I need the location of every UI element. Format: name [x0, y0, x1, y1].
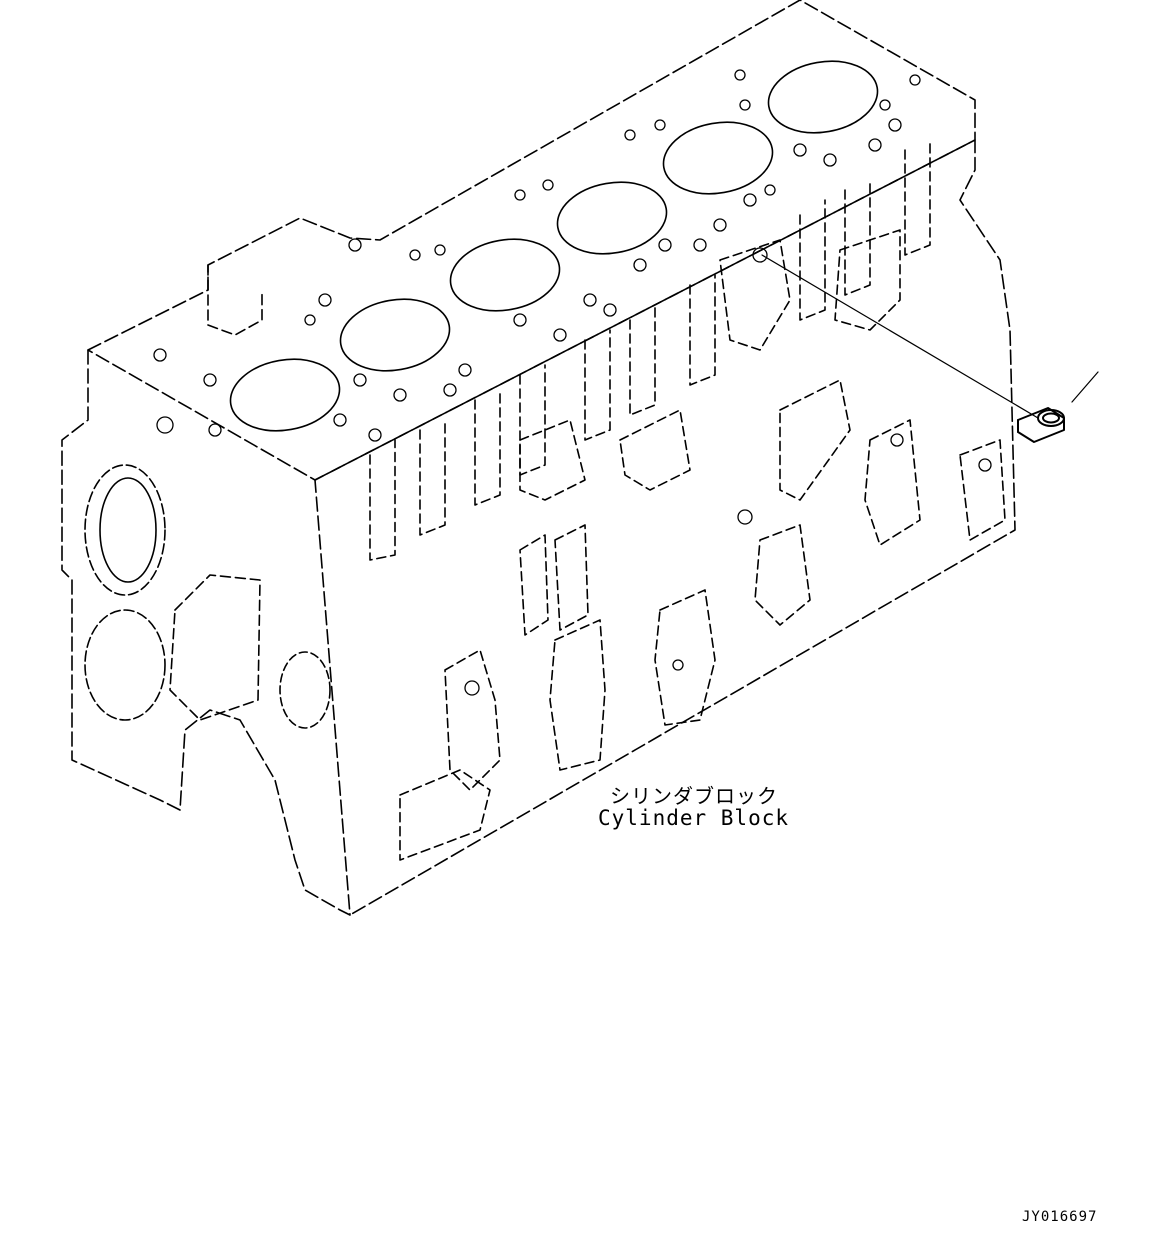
- deck-holes: [153, 69, 921, 442]
- side-small-holes: [464, 247, 992, 696]
- crank-bore-inner: [99, 477, 157, 583]
- cam-bore: [84, 609, 166, 721]
- leader-line: [761, 254, 1039, 419]
- lower-side-features: [399, 229, 1006, 861]
- drawing-number: JY016697: [1022, 1209, 1098, 1225]
- side-port: [279, 651, 331, 729]
- side-ribs: [369, 139, 931, 561]
- crank-bore: [84, 464, 166, 596]
- block-front-face: [61, 349, 351, 916]
- plug-fitting: [1017, 407, 1065, 443]
- front-cover-flange: [169, 574, 261, 721]
- block-side-face: [314, 139, 1016, 916]
- part-label-japanese: シリンダブロック: [610, 784, 778, 808]
- block-top-deck: [87, 0, 976, 481]
- cylinder-bore-6: [767, 60, 879, 134]
- cylinder-bore-1: [229, 358, 341, 432]
- cylinder-bore-2: [339, 298, 451, 372]
- callout-line: [1071, 371, 1099, 403]
- cylinder-bore-4: [556, 181, 668, 255]
- part-label-english: Cylinder Block: [598, 806, 790, 830]
- cylinder-bore-3: [449, 238, 561, 312]
- cylinder-bore-5: [662, 121, 774, 195]
- cylinder-bores: [229, 60, 879, 432]
- block-boss: [207, 264, 263, 336]
